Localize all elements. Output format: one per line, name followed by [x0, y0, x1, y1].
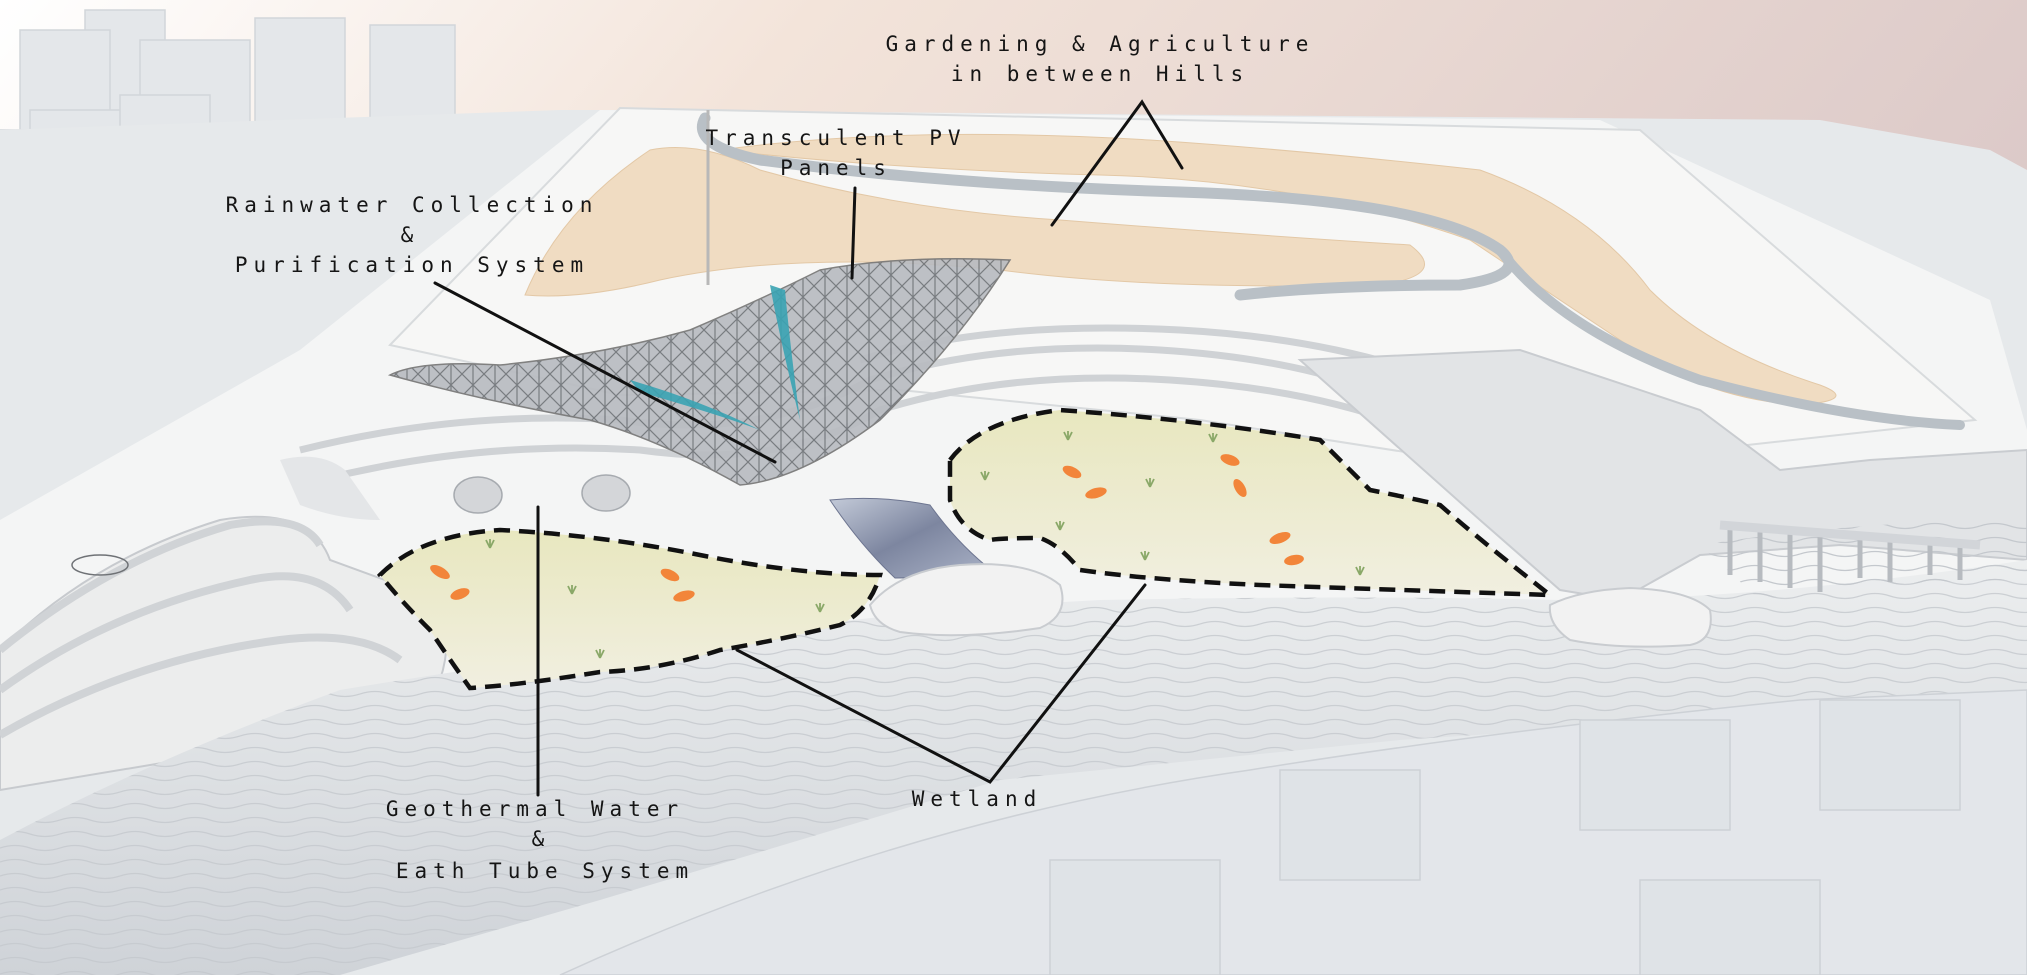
geothermal-label-line2: & [532, 827, 551, 851]
rainwater-label-line3: Purification System [235, 253, 589, 277]
wetland-label: Wetland [912, 787, 1043, 811]
geothermal-label-line3: Eath Tube System [396, 859, 694, 883]
geothermal-label-line1: Geothermal Water [386, 797, 684, 821]
gardening-label-line2: in between Hills [951, 62, 1249, 86]
gardening-label-line1: Gardening & Agriculture [886, 32, 1315, 56]
rainwater-label-line1: Rainwater Collection [226, 193, 599, 217]
pv-label-line1: Transculent PV [705, 126, 966, 150]
rainwater-label-line2: & [401, 223, 420, 247]
pv-label-line2: Panels [780, 156, 892, 180]
